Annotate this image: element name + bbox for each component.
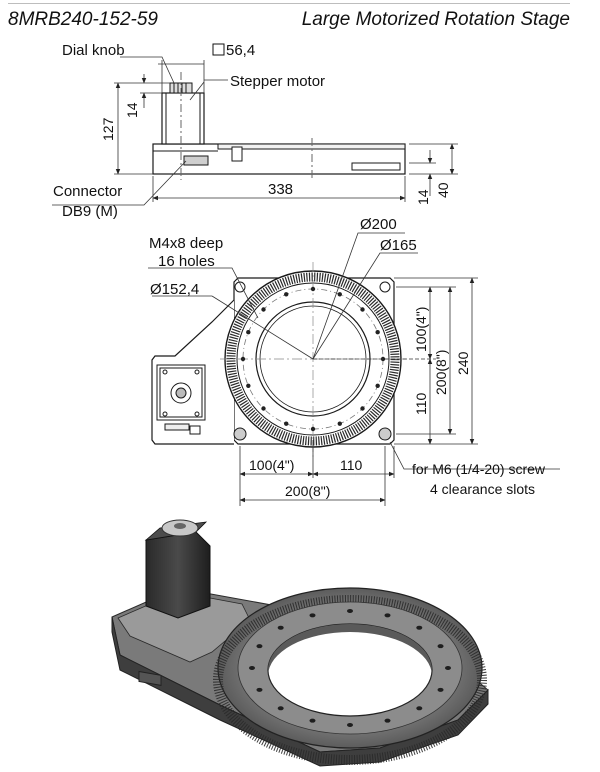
dim-338: 338 [268,181,293,198]
product-title: Large Motorized Rotation Stage [301,9,570,30]
dim-100-horizontal: 100(4") [249,457,294,473]
dim-14-top: 14 [124,102,140,118]
top-dimensions [148,232,560,506]
label-motor-square: 56,4 [226,42,255,59]
dim-100-vertical: 100(4") [413,307,429,352]
mount-hole [375,383,380,388]
render-mount-hole [277,625,284,630]
mount-hole [360,406,365,411]
bolt-holes [240,286,386,432]
dim-14-bottom: 14 [415,189,431,205]
render-holes [249,609,451,727]
render-mount-hole [437,644,444,649]
model-number: 8MRB240-152-59 [8,9,158,30]
label-connector-type: DB9 (M) [62,203,118,220]
label-connector: Connector [53,183,122,200]
mount-hole [246,330,251,335]
motor-square-icon [212,43,225,56]
label-slots-1: for M6 (1/4-20) screw [412,461,546,477]
slot-tl [234,281,246,293]
dim-200-horizontal: 200(8") [285,483,330,499]
dim-110-horizontal: 110 [340,457,363,473]
side-connector [183,155,209,166]
mount-hole [284,292,289,297]
dim-127: 127 [100,117,116,141]
dim-240: 240 [455,351,471,375]
mount-hole [246,383,251,388]
mount-hole [261,406,266,411]
label-slots-2: 4 clearance slots [430,481,535,497]
label-holes-2: 16 holes [158,253,215,270]
render-mount-hole [445,666,451,670]
mount-hole [337,421,342,426]
product-render [111,519,489,767]
dim-110-vertical: 110 [413,392,429,415]
render-mount-hole [416,706,423,711]
dim-dia-152: Ø152,4 [150,281,199,298]
mount-hole [310,426,316,432]
render-mount-hole [249,666,255,670]
render-mount-hole [309,718,316,723]
dim-200-vertical: 200(8") [433,350,449,395]
side-view [152,72,406,180]
render-connector [138,670,162,686]
dim-dia-165: Ø165 [380,237,417,254]
mount-hole [360,307,365,312]
render-mount-hole [256,644,263,649]
header: 8MRB240-152-59 Large Motorized Rotation … [0,0,600,36]
mount-hole [261,307,266,312]
slot-tr [379,281,391,293]
render-mount-hole [437,687,444,692]
render-mount-hole [384,718,391,723]
render-mount-hole [416,625,423,630]
label-holes-1: M4x8 deep [149,235,223,252]
label-dial-knob: Dial knob [62,42,125,59]
render-mount-hole [309,613,316,618]
slot-bl [233,427,247,441]
mount-hole [284,421,289,426]
render-mount-hole [256,687,263,692]
render-mount-hole [347,609,353,613]
dim-40: 40 [435,182,451,198]
mount-hole [240,356,246,362]
mount-hole [375,330,380,335]
mount-hole [337,292,342,297]
label-stepper-motor: Stepper motor [230,73,325,90]
side-slot [351,162,401,171]
slot-br [378,427,392,441]
side-stepper-motor [161,92,205,145]
side-clamp-block [231,146,243,162]
dim-dia-200: Ø200 [360,216,397,233]
render-mount-hole [384,613,391,618]
render-mount-hole [347,723,353,727]
render-mount-hole [277,706,284,711]
side-dimensions [52,56,458,206]
render-stepper-motor [145,531,211,619]
mount-hole [310,286,316,292]
header-rule [8,3,570,4]
